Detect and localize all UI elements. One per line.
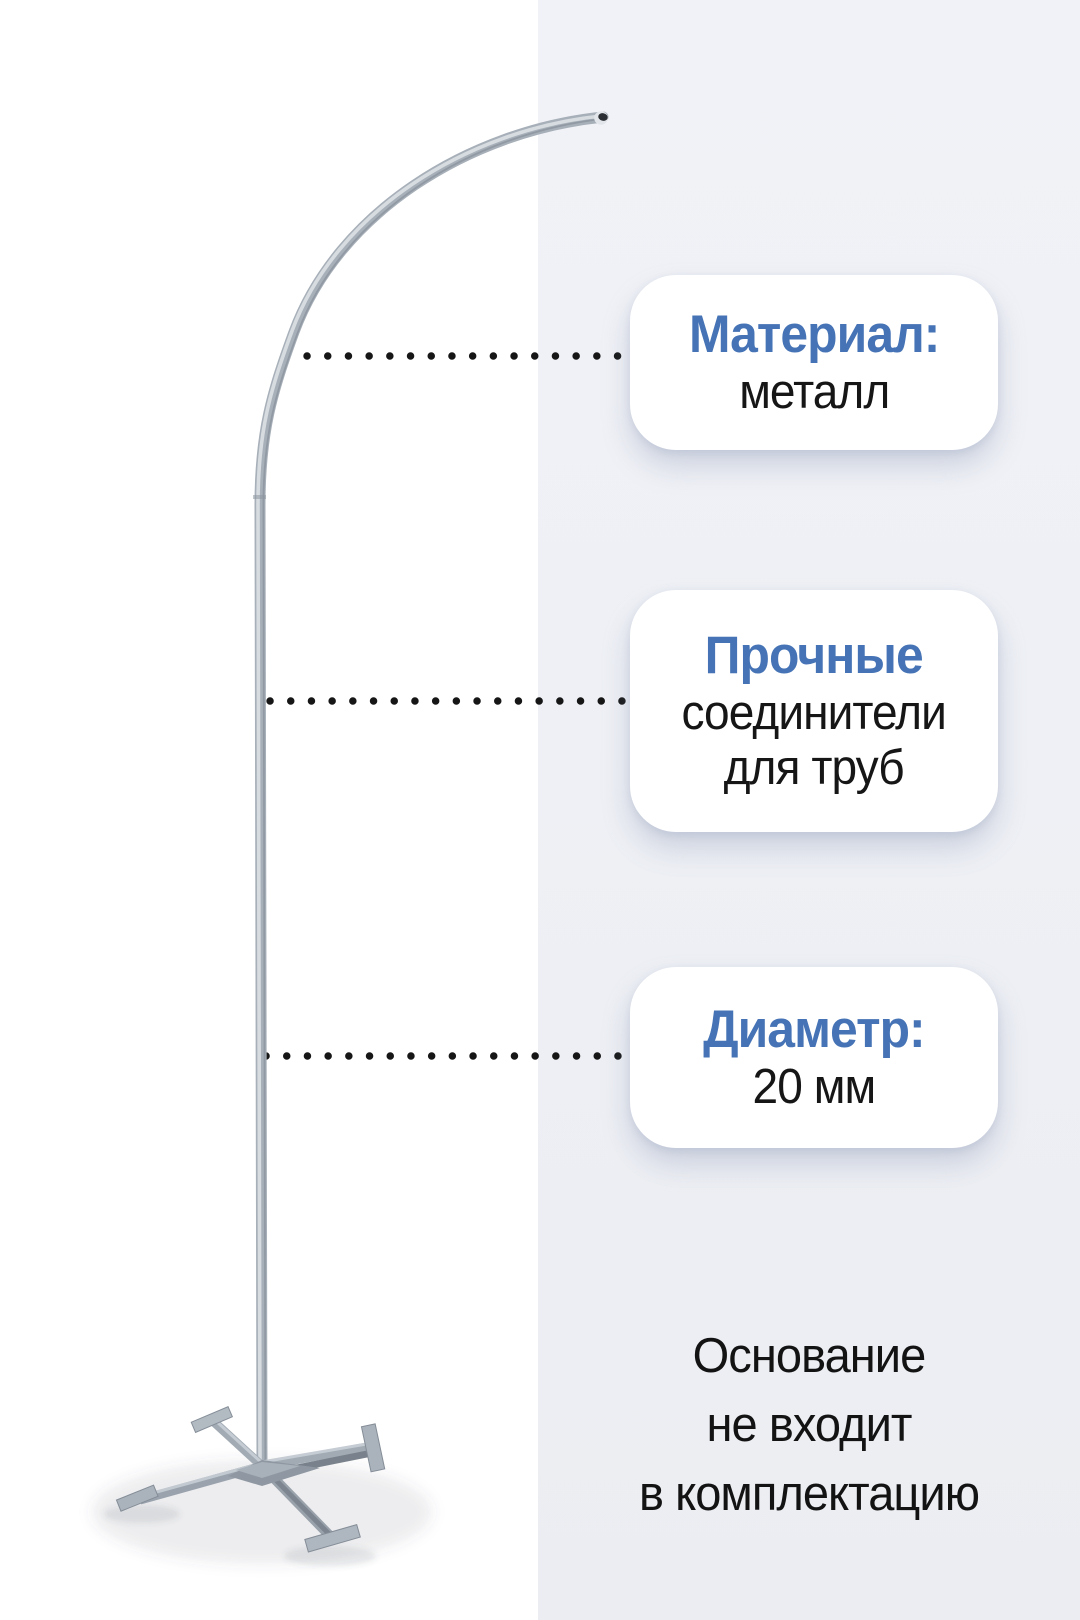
card-connectors-title: Прочные	[704, 626, 924, 685]
base-center-plate	[236, 1462, 300, 1478]
pole-curve	[254, 111, 609, 1474]
card-diameter: Диаметр: 20 мм	[630, 967, 998, 1148]
pole-highlight	[256, 114, 603, 1469]
card-material-content: Материал: металл	[688, 305, 940, 420]
pole-tip-opening	[598, 113, 608, 121]
flag-pole	[253, 111, 609, 1474]
card-material-title: Материал:	[688, 305, 940, 364]
note-base-not-included: Основание не входит в комплектацию	[538, 1322, 1080, 1529]
base-arm-right	[261, 1440, 379, 1471]
card-connectors-value-line2: для труб	[723, 741, 905, 795]
note-line-1: Основание	[692, 1329, 927, 1383]
base-foot-left	[115, 1484, 159, 1512]
card-diameter-value: 20 мм	[752, 1060, 877, 1114]
cross-base	[115, 1406, 386, 1553]
base-arm-back	[210, 1418, 266, 1470]
base-foot-front	[304, 1523, 361, 1553]
base-arm-right-highlight	[261, 1440, 379, 1464]
base-foot-shadow-front	[284, 1546, 376, 1566]
note-line-2: не входит	[706, 1398, 913, 1452]
card-material-value: металл	[738, 365, 890, 419]
card-diameter-title: Диаметр:	[703, 1000, 926, 1059]
card-connectors: Прочные соединители для труб	[630, 590, 998, 832]
note-line-3: в комплектацию	[638, 1467, 980, 1521]
pole-connector-joint	[253, 495, 266, 499]
card-connectors-content: Прочные соединители для труб	[681, 626, 947, 796]
base-arm-back-highlight	[214, 1419, 264, 1465]
base-foot-back	[190, 1406, 234, 1434]
dotted-leader-lines	[262, 352, 649, 1060]
pole-dark-edge	[262, 117, 608, 1471]
base-foot-shadow-left	[104, 1505, 180, 1523]
card-material: Материал: металл	[630, 275, 998, 450]
base-foot-right	[360, 1423, 386, 1473]
card-connectors-value-line1: соединители	[681, 686, 947, 740]
card-diameter-content: Диаметр: 20 мм	[703, 1000, 926, 1115]
